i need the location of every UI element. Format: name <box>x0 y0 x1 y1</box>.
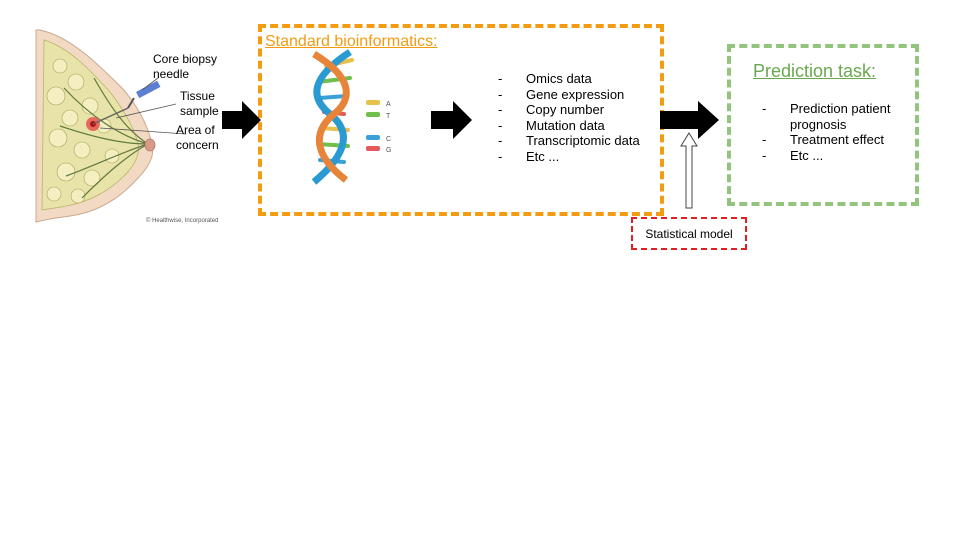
base-label: G <box>386 147 391 154</box>
list-item: -Omics data <box>498 71 592 86</box>
omics-list: -Omics data -Gene expression -Copy numbe… <box>498 71 640 164</box>
callout-lines <box>99 77 187 135</box>
copyright-text: © Healthwise, Incorporated <box>146 218 219 224</box>
bioinformatics-title: Standard bioinformatics: <box>265 33 438 50</box>
arrow-up-icon <box>680 132 698 209</box>
list-item: -Copy number <box>498 102 605 117</box>
prediction-box <box>727 44 919 206</box>
arrow-right-icon <box>222 101 261 139</box>
prediction-title: Prediction task: <box>753 61 877 81</box>
arrow-right-icon <box>431 101 472 139</box>
dna-base-key: A T C G <box>366 100 391 154</box>
list-item: -Treatment effect <box>762 132 884 147</box>
list-item: -Transcriptomic data <box>498 133 640 148</box>
list-item: -Etc ... <box>762 147 824 163</box>
base-label: A <box>386 101 391 108</box>
arrow-right-icon <box>660 101 719 139</box>
base-label: C <box>386 136 391 143</box>
list-item: -Gene expression <box>498 86 625 102</box>
prediction-list: -Prediction patient prognosis -Treatment… <box>762 101 912 163</box>
list-item: -Mutation data <box>498 117 605 133</box>
breast-biopsy-illustration <box>35 29 187 223</box>
statistical-model-label: Statistical model <box>645 226 733 241</box>
biopsy-needle-icon <box>92 80 161 125</box>
dna-helix-illustration: A T C G <box>311 49 391 185</box>
list-item: -Prediction patient prognosis <box>762 101 891 132</box>
list-item: -Etc ... <box>498 148 560 164</box>
statistical-model-box: Statistical model <box>631 217 747 250</box>
base-label: T <box>386 113 391 120</box>
